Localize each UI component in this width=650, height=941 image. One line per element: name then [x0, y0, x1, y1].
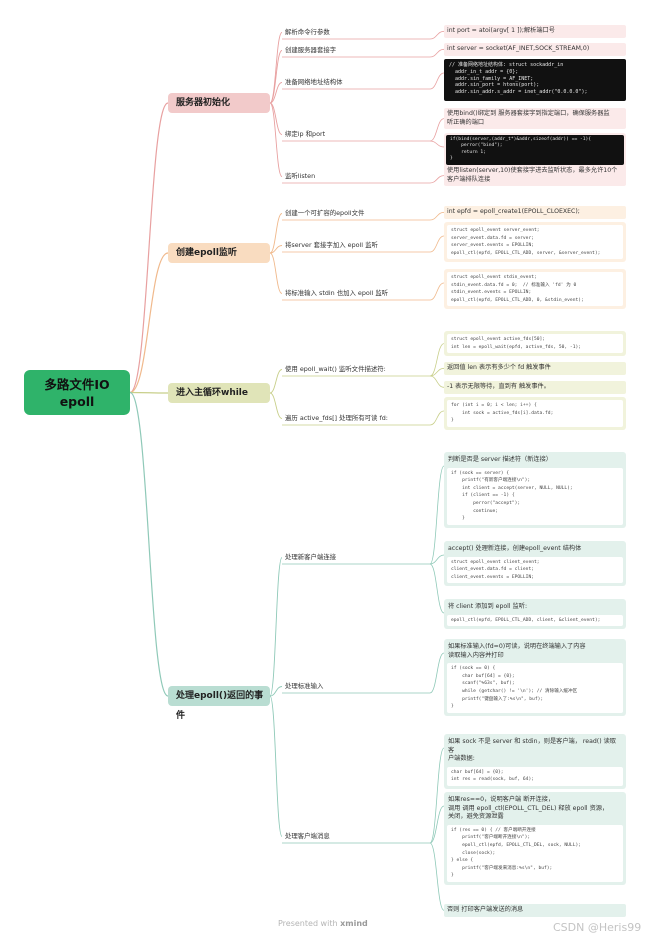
connector-line — [429, 805, 445, 844]
connector-line — [429, 343, 445, 377]
connector-line — [269, 686, 283, 697]
footer-prefix: Presented with — [278, 919, 341, 928]
branch-handle-events[interactable]: 处理epoll()返回的事件 — [168, 686, 270, 721]
code-block: struct epoll_event stdin_event; stdin_ev… — [447, 272, 623, 307]
leaf-epoll-wait-code: struct epoll_event active_fds[50]; int l… — [444, 331, 626, 357]
leaf-socket-call: int server = socket(AF_INET,SOCK_STREAM,… — [444, 43, 626, 56]
code-block: struct epoll_event server_event; server_… — [447, 225, 623, 260]
leaf-listen-desc: 使用listen(server,10)使套接字进去监听状态，最多允许10个 客户… — [444, 165, 626, 187]
leaf-len-desc: 返回值 len 表示有多少个 fd 触发事件 — [444, 362, 626, 375]
sub-bind[interactable]: 绑定ip 和port — [285, 130, 326, 138]
leaf-loop-code: for (int i = 0; i < len; i++) { int sock… — [444, 397, 626, 430]
connector-line — [429, 842, 445, 911]
sub-parse-args[interactable]: 解析命令行参数 — [285, 28, 330, 36]
connector-line — [269, 245, 283, 254]
leaf-bind-desc: 使用bind()绑定到 服务器套接字到指定端口，确保服务器监 听正确的端口 — [444, 108, 626, 130]
connector-line — [429, 563, 445, 614]
sub-prepare-addr[interactable]: 准备网络地址结构体 — [285, 78, 343, 86]
leaf-timeout-desc: -1 表示无限等待，直到有 触发事件。 — [444, 381, 626, 394]
csdn-watermark: CSDN @Heris99 — [553, 921, 642, 934]
connector-line — [269, 252, 283, 294]
sub-client-msg[interactable]: 处理客户端消息 — [285, 832, 330, 840]
branch-create-epoll[interactable]: 创建epoll监听 — [168, 243, 270, 263]
connector-line — [429, 465, 445, 565]
leaf-title: 将 client 添加到 epoll 监听: — [448, 603, 528, 610]
connector-line — [269, 392, 283, 419]
root-topic[interactable]: 多路文件IO epoll — [24, 370, 130, 415]
leaf-epoll-create: int epfd = epoll_create1(EPOLL_CLOEXEC); — [444, 206, 626, 219]
connector-line — [129, 391, 169, 394]
connector-line — [129, 391, 169, 697]
connector-line — [129, 252, 169, 394]
code-block: if (res == 0) { // 客户端断开连接 printf("客户端断开… — [447, 824, 623, 882]
connector-line — [429, 235, 445, 253]
connector-line — [429, 554, 445, 565]
connector-line — [269, 102, 283, 135]
connector-line — [269, 369, 283, 394]
branch-main-loop[interactable]: 进入主循环while — [168, 383, 270, 403]
connector-line — [429, 282, 445, 301]
connector-line — [129, 102, 169, 394]
xmind-brand: xmind — [340, 919, 368, 928]
leaf-bind-code: if(bind(server,(addr_t*)&addr,sizeof(add… — [444, 133, 626, 167]
code-block: if (sock == server) { printf("有新客户端连接\n"… — [447, 467, 623, 525]
sub-stdin[interactable]: 处理标准输入 — [285, 682, 324, 690]
leaf-add-stdin-code: struct epoll_event stdin_event; stdin_ev… — [444, 269, 626, 310]
leaf-addr-code: // 准备网络地址结构体: struct sockaddr_in addr_in… — [444, 59, 626, 101]
sub-new-client[interactable]: 处理新客户端连接 — [285, 553, 337, 561]
sub-epoll-wait[interactable]: 使用 epoll_wait() 监听文件描述符: — [285, 365, 386, 373]
leaf-print-msg: 否则 打印客户端发送的消息 — [444, 904, 626, 917]
connector-line — [429, 652, 445, 694]
branch-server-init[interactable]: 服务器初始化 — [168, 93, 270, 113]
code-block: // 准备网络地址结构体: struct sockaddr_in addr_in… — [444, 59, 626, 101]
sub-add-stdin[interactable]: 将标准输入 stdin 也加入 epoll 监听 — [285, 289, 389, 297]
leaf-client-close: 如果res==0，说明客户端 断开连接， 调用 调用 epoll_ctl(EPO… — [444, 792, 626, 885]
leaf-client-read: 如果 sock 不是 server 和 stdin，则是客户端， read() … — [444, 734, 626, 789]
connector-line — [429, 30, 445, 40]
leaf-accept: accept() 处理新连接，创建epoll_event 结构体 struct e… — [444, 541, 626, 587]
code-block: if(bind(server,(addr_t*)&addr,sizeof(add… — [446, 135, 624, 165]
code-block: char buf[64] = {0}; int res = read(sock,… — [447, 766, 623, 786]
connector-line — [269, 695, 283, 837]
leaf-title: 如果标准输入(fd=0)可读，说明在终端输入了内容 读取输入内容并打印 — [448, 643, 586, 659]
connector-line — [269, 213, 283, 254]
leaf-add-client: 将 client 添加到 epoll 监听: epoll_ctl(epfd, EP… — [444, 599, 626, 630]
sub-loop-fds[interactable]: 遍历 active_fds[] 处理所有可读 fd: — [285, 414, 388, 422]
connector-line — [429, 48, 445, 58]
code-block: for (int i = 0; i < len; i++) { int sock… — [447, 400, 623, 427]
leaf-add-server-code: struct epoll_event server_event; server_… — [444, 222, 626, 263]
sub-add-server[interactable]: 将server 套接字加入 epoll 监听 — [285, 241, 378, 249]
connector-line — [429, 367, 445, 377]
leaf-title: 判断是否是 server 描述符（新连接） — [448, 456, 552, 463]
code-block: struct epoll_event active_fds[50]; int l… — [447, 334, 623, 354]
connector-line — [269, 102, 283, 177]
connector-line — [429, 118, 445, 142]
sub-create-socket[interactable]: 创建服务器套接字 — [285, 46, 337, 54]
connector-line — [269, 50, 283, 104]
sub-listen[interactable]: 监听listen — [285, 172, 316, 180]
connector-line — [429, 375, 445, 388]
code-block: epoll_ctl(epfd, EPOLL_CTL_ADD, client, &… — [447, 614, 623, 627]
connector-line — [429, 211, 445, 221]
leaf-title: accept() 处理新连接，创建epoll_event 结构体 — [448, 545, 582, 552]
code-block: struct epoll_event client_event; client_… — [447, 556, 623, 584]
footer-credit: Presented with xmind — [278, 919, 368, 928]
connector-line — [429, 410, 445, 426]
connector-line — [269, 82, 283, 104]
connector-line — [429, 175, 445, 184]
leaf-title: 如果 sock 不是 server 和 stdin，则是客户端， read() … — [448, 738, 616, 763]
code-block: if (sock == 0) { char buf[64] = {0}; sca… — [447, 663, 623, 713]
connector-line — [429, 140, 445, 148]
leaf-parse-port: int port = atoi(argv[ 1 ]);解析端口号 — [444, 25, 626, 38]
leaf-title: 如果res==0，说明客户端 断开连接， 调用 调用 epoll_ctl(EPO… — [448, 796, 609, 821]
connector-line — [429, 72, 445, 90]
sub-epoll-create[interactable]: 创建一个可扩容的epoll文件 — [285, 209, 365, 217]
connector-line — [429, 747, 445, 844]
connector-line — [269, 557, 283, 697]
leaf-stdin-read: 如果标准输入(fd=0)可读，说明在终端输入了内容 读取输入内容并打印 if (s… — [444, 639, 626, 716]
leaf-check-server: 判断是否是 server 描述符（新连接） if (sock == server)… — [444, 452, 626, 528]
